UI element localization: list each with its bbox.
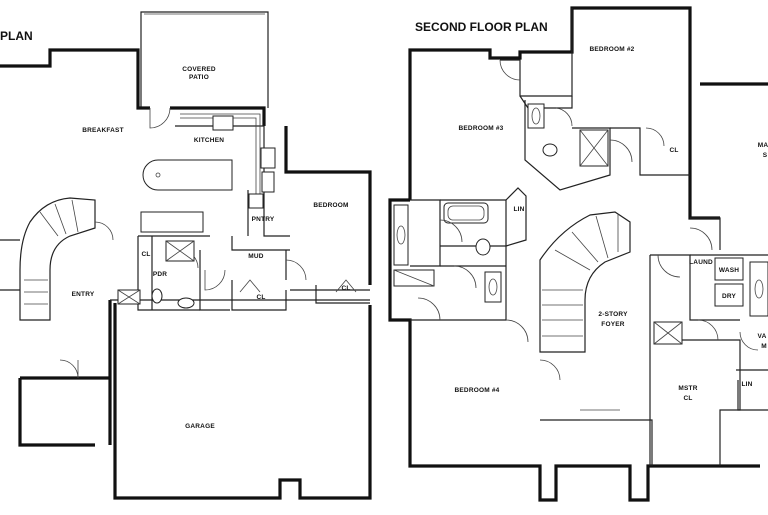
label-foyer-line1: 2-STORY <box>598 311 628 318</box>
label-vanity-line1: VA <box>758 333 767 340</box>
first-floor-plan: PLAN <box>0 11 372 500</box>
label-foyer-line2: FOYER <box>601 321 624 328</box>
label-entry: ENTRY <box>72 291 95 298</box>
label-mud: MUD <box>248 253 264 260</box>
second-floor-plan: SECOND FLOOR PLAN <box>388 6 768 502</box>
label-linen-1: LIN <box>513 206 524 213</box>
label-washer: WASH <box>719 267 739 274</box>
label-vanity-line2: M <box>761 343 767 350</box>
second-floor-door-swings <box>417 59 759 381</box>
label-covered-patio-line1: COVERED <box>182 66 216 73</box>
label-bedroom-3: BEDROOM #3 <box>459 125 504 132</box>
first-floor-exterior-walls <box>0 48 372 500</box>
label-bedroom: BEDROOM <box>313 202 348 209</box>
second-floor-stair <box>539 211 631 421</box>
label-covered-patio-line2: PATIO <box>189 74 209 81</box>
first-floor-stair <box>0 197 96 321</box>
powder-room-fixtures <box>151 240 195 309</box>
label-pantry: PNTRY <box>252 216 275 223</box>
first-floor-door-swings <box>59 107 357 379</box>
second-floor-bath-fixtures <box>393 103 768 345</box>
label-closet-bedroom-2: CL <box>669 147 678 154</box>
label-bedroom-2: BEDROOM #2 <box>590 46 635 53</box>
label-closet-mud: CL <box>256 294 265 301</box>
label-master-closet-line1: MSTR <box>678 385 697 392</box>
label-kitchen: KITCHEN <box>194 137 224 144</box>
label-laundry: LAUND <box>689 259 713 266</box>
kitchen-fixtures <box>140 113 276 233</box>
covered-patio <box>140 11 269 108</box>
label-dryer: DRY <box>722 293 737 300</box>
label-linen-2: LIN <box>741 381 752 388</box>
first-floor-title: PLAN <box>0 29 33 43</box>
second-floor-interior-walls <box>410 8 768 466</box>
second-floor-title: SECOND FLOOR PLAN <box>415 20 548 34</box>
label-breakfast: BREAKFAST <box>82 127 124 134</box>
second-floor-exterior-walls <box>388 6 768 502</box>
label-bedroom-4: BEDROOM #4 <box>455 387 500 394</box>
label-master-closet-line2: CL <box>683 395 692 402</box>
label-closet-bedroom: CL <box>341 285 350 292</box>
label-powder: PDR <box>153 271 167 278</box>
label-closet-left: CL <box>141 251 150 258</box>
label-garage: GARAGE <box>185 423 215 430</box>
label-master-partial-2: S <box>763 152 768 159</box>
label-master-partial-1: MA <box>758 142 768 149</box>
